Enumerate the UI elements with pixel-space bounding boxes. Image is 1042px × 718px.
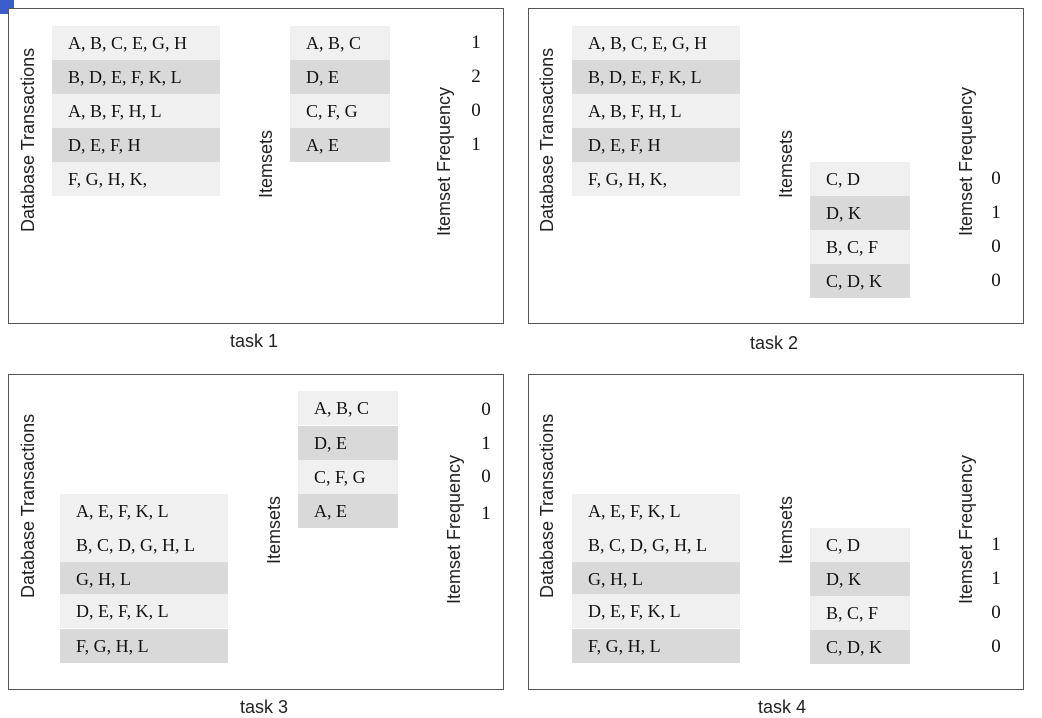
task-2-transaction: A, B, F, H, L [572, 94, 740, 128]
task-1-itemset: C, F, G [290, 94, 390, 128]
task-3-transaction: G, H, L [60, 562, 228, 596]
task-1-title: task 1 [229, 331, 279, 351]
task-4-transactions-label: Database Transactions [537, 413, 557, 598]
task-3-itemset: C, F, G [298, 460, 398, 494]
task-2-itemset: B, C, F [810, 230, 910, 264]
task-4-itemsets-label: Itemsets [776, 495, 796, 564]
task-4-frequency: 1 [991, 534, 1001, 555]
task-2-title: task 2 [749, 333, 799, 353]
task-4-transaction: A, E, F, K, L [572, 494, 740, 528]
task-3-transaction: B, C, D, G, H, L [60, 528, 228, 562]
task-3-transactions-label: Database Transactions [18, 413, 38, 598]
task-4-transaction: D, E, F, K, L [572, 594, 740, 628]
task-3-frequency: 1 [481, 433, 491, 454]
task-2-frequency: 1 [991, 202, 1001, 223]
task-1-frequency: 1 [471, 32, 481, 53]
task-2-frequency: 0 [991, 168, 1001, 189]
task-4-transaction: G, H, L [572, 562, 740, 596]
task-3-title: task 3 [239, 697, 289, 717]
task-4-frequency: 0 [991, 636, 1001, 657]
task-2-itemset: C, D, K [810, 264, 910, 298]
task-2-transaction: B, D, E, F, K, L [572, 60, 740, 94]
task-3-itemset: A, B, C [298, 391, 398, 425]
task-2-transaction: F, G, H, K, [572, 162, 740, 196]
task-1-frequency: 2 [471, 66, 481, 87]
task-2-frequency: 0 [991, 270, 1001, 291]
task-3-itemset: A, E [298, 494, 398, 528]
task-2-itemsets-label: Itemsets [776, 129, 796, 198]
task-2-frequency: 0 [991, 236, 1001, 257]
task-1-frequency: 0 [471, 100, 481, 121]
task-4-frequency-label: Itemset Frequency [956, 454, 976, 604]
task-3-itemsets-label: Itemsets [264, 495, 284, 564]
task-1-transaction: D, E, F, H [52, 128, 220, 162]
task-2-transaction: A, B, C, E, G, H [572, 26, 740, 60]
task-3-itemset: D, E [298, 426, 398, 460]
task-4-transaction: F, G, H, L [572, 629, 740, 663]
task-4-itemset: B, C, F [810, 596, 910, 630]
task-2-transactions-label: Database Transactions [537, 47, 557, 232]
task-3-frequency: 1 [481, 503, 491, 524]
task-2-frequency-label: Itemset Frequency [956, 86, 976, 236]
task-4-transaction: B, C, D, G, H, L [572, 528, 740, 562]
task-3-frequency: 0 [481, 399, 491, 420]
task-1-itemset: A, B, C [290, 26, 390, 60]
task-1-transaction: F, G, H, K, [52, 162, 220, 196]
task-1-transactions-label: Database Transactions [18, 47, 38, 232]
task-2-itemset: C, D [810, 162, 910, 196]
task-4-itemset: C, D [810, 528, 910, 562]
task-4-title: task 4 [757, 697, 807, 717]
task-1-transaction: B, D, E, F, K, L [52, 60, 220, 94]
task-3-transaction: A, E, F, K, L [60, 494, 228, 528]
task-4-frequency: 0 [991, 602, 1001, 623]
task-4-itemset: C, D, K [810, 630, 910, 664]
task-1-transaction: A, B, F, H, L [52, 94, 220, 128]
task-1-itemsets-label: Itemsets [256, 129, 276, 198]
task-4-frequency: 1 [991, 568, 1001, 589]
task-3-transaction: F, G, H, L [60, 629, 228, 663]
task-3-frequency: 0 [481, 466, 491, 487]
task-1-itemset: A, E [290, 128, 390, 162]
task-3-frequency-label: Itemset Frequency [444, 454, 464, 604]
task-1-frequency: 1 [471, 134, 481, 155]
task-3-transaction: D, E, F, K, L [60, 594, 228, 628]
task-2-itemset: D, K [810, 196, 910, 230]
task-2-transaction: D, E, F, H [572, 128, 740, 162]
task-1-transaction: A, B, C, E, G, H [52, 26, 220, 60]
task-4-itemset: D, K [810, 562, 910, 596]
task-1-frequency-label: Itemset Frequency [434, 86, 454, 236]
task-1-itemset: D, E [290, 60, 390, 94]
